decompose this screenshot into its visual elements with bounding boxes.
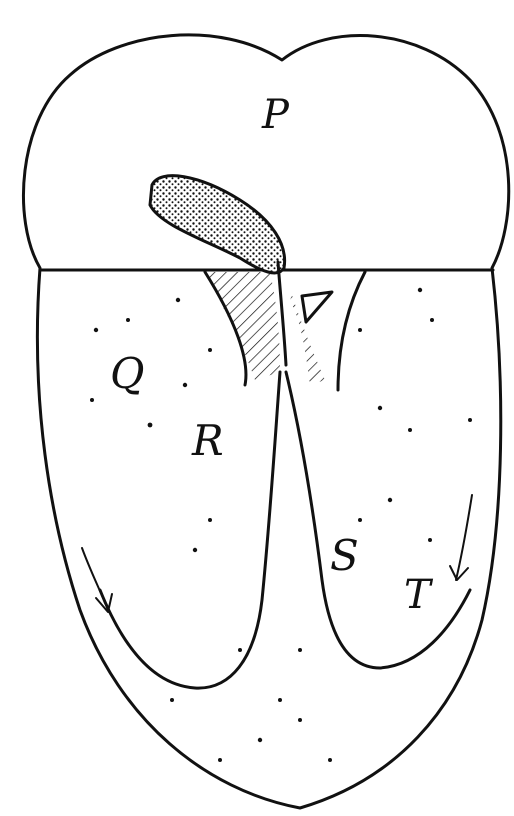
left-arrow-line: [82, 548, 108, 610]
label-s: S: [330, 531, 359, 580]
stippled-pad: [150, 176, 285, 273]
left-chamber-outline: [100, 372, 280, 688]
right-arrow-line: [456, 495, 472, 580]
heart-outline: [23, 35, 508, 808]
label-q: Q: [110, 349, 144, 398]
stipple-dots: [90, 288, 472, 762]
label-t: T: [404, 572, 434, 618]
label-r: R: [191, 416, 224, 465]
right-chamber-outline: [286, 372, 470, 668]
label-p: P: [261, 92, 290, 138]
